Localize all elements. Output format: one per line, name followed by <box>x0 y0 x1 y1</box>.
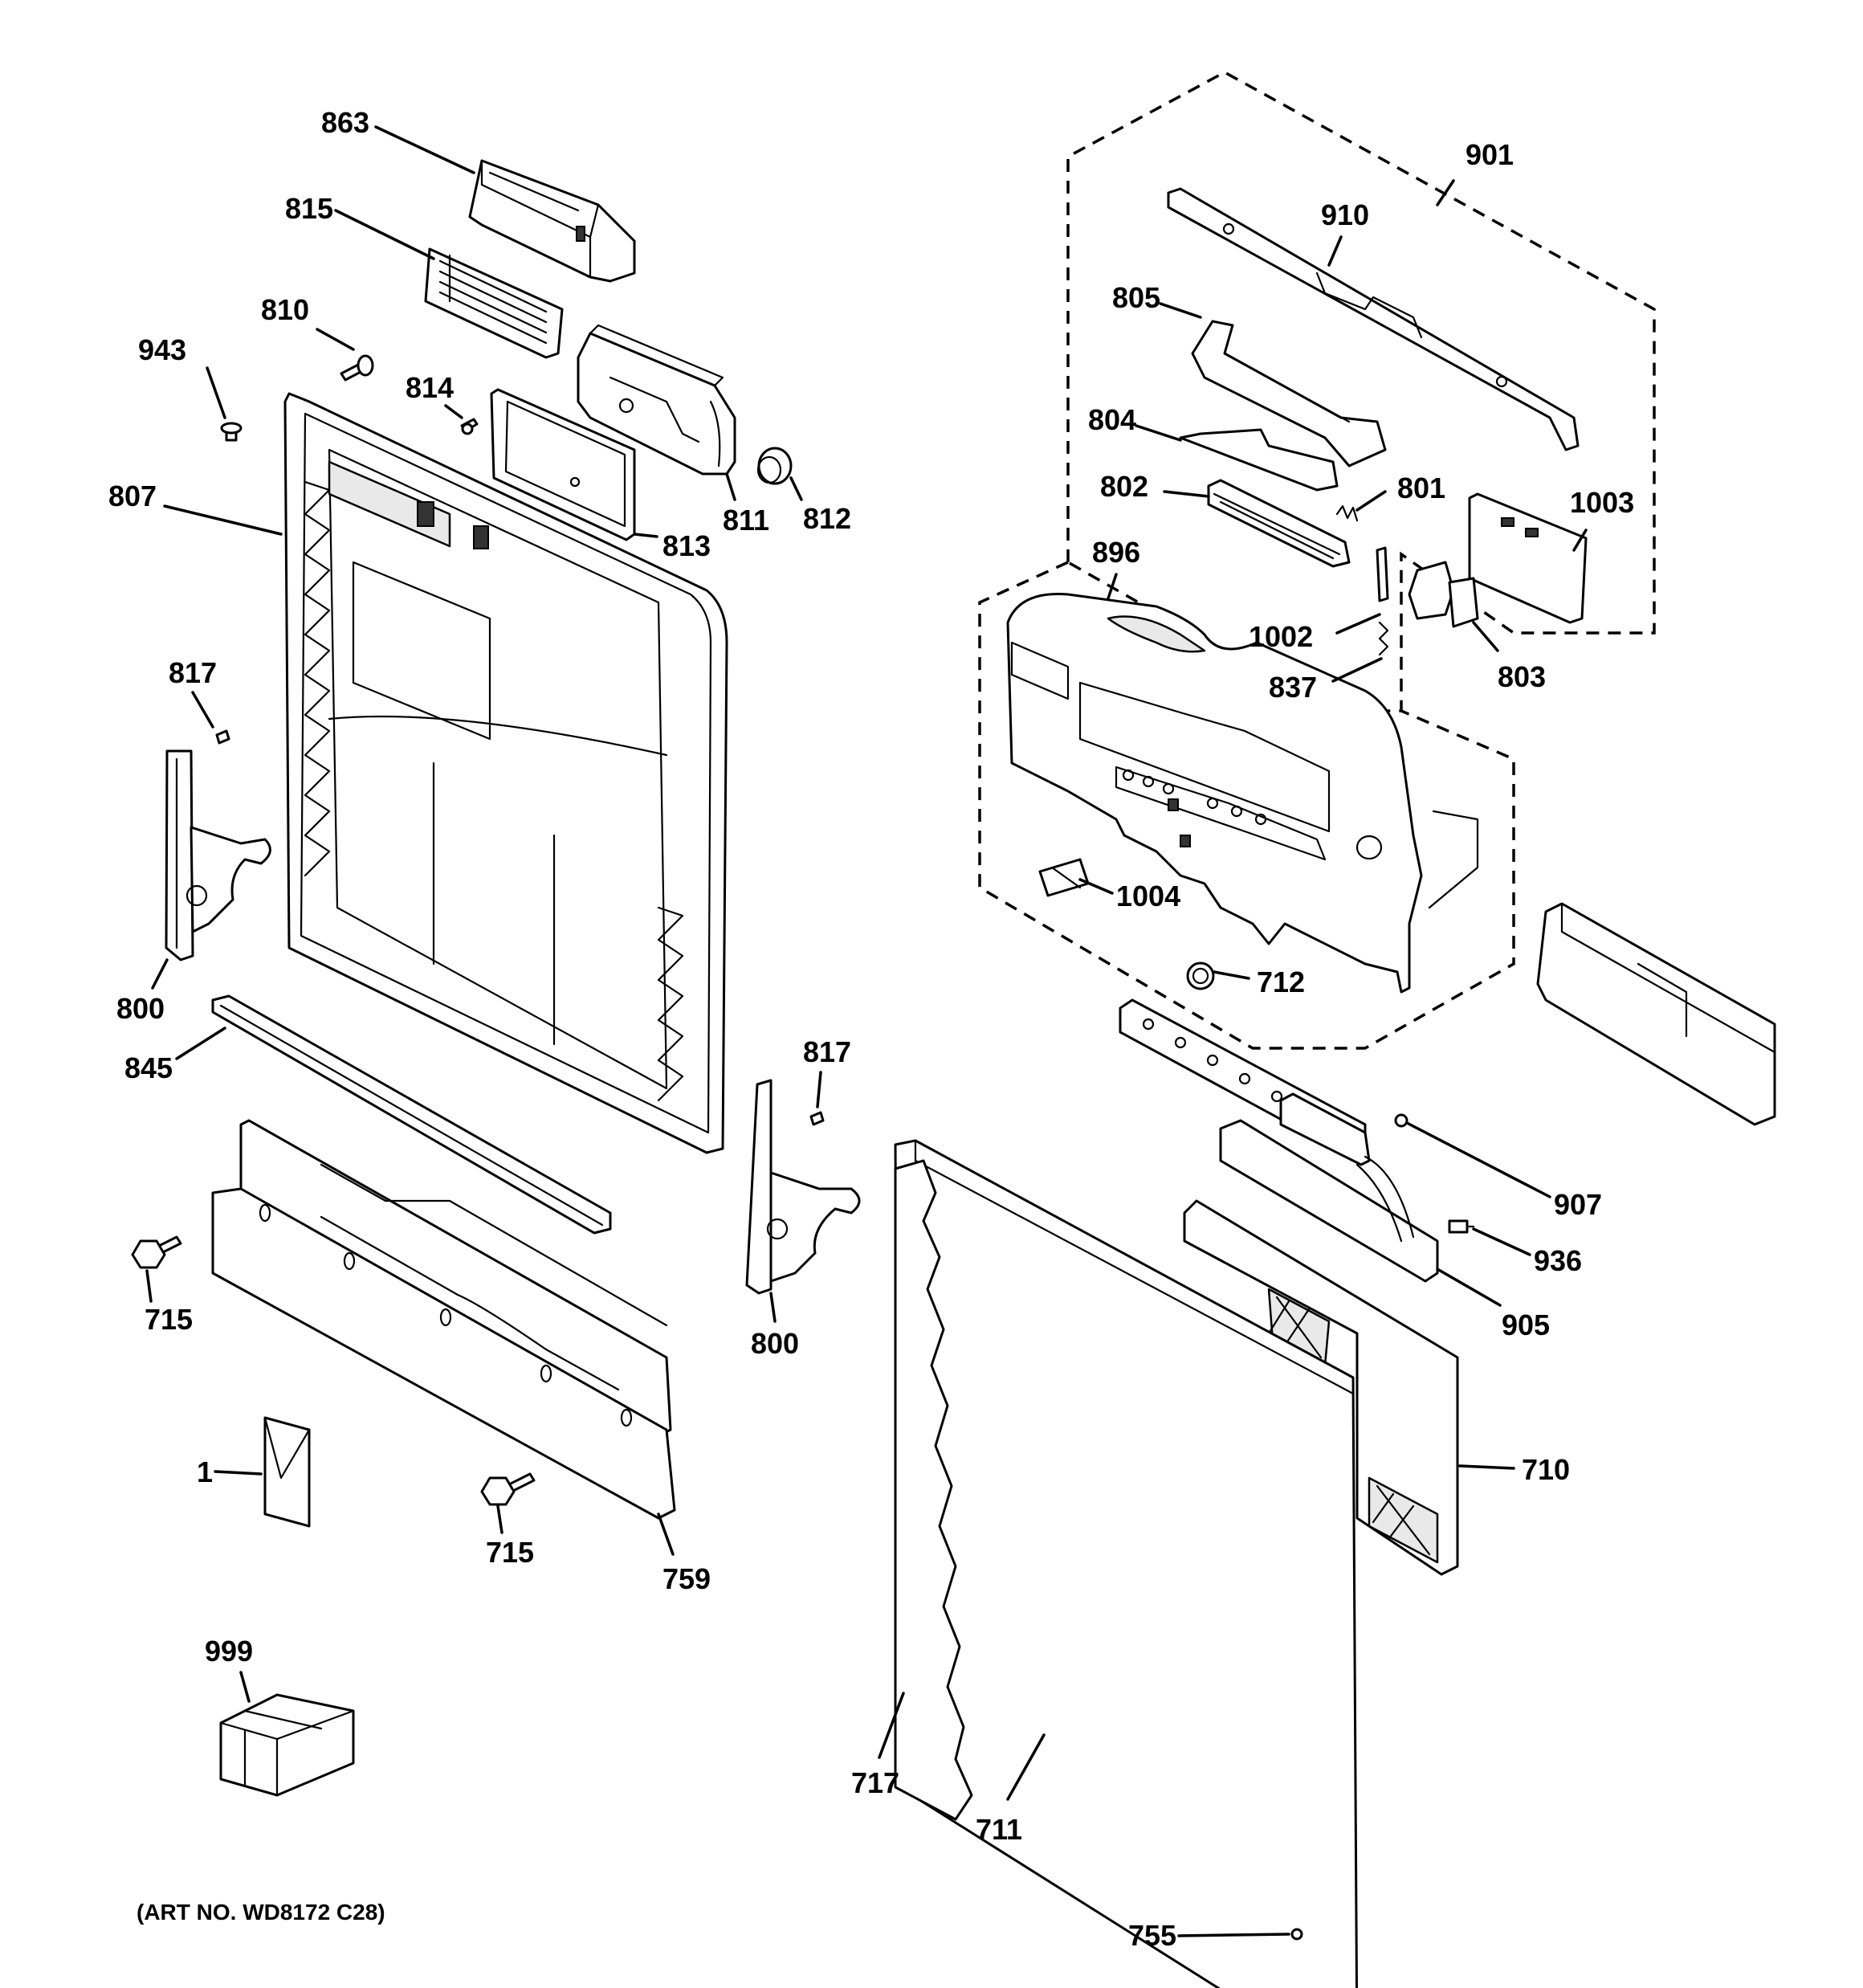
part-863-top-cover <box>468 159 636 283</box>
callout-813: 813 <box>662 529 711 562</box>
callout-1004: 1004 <box>1116 880 1180 912</box>
callout-802: 802 <box>1100 470 1148 503</box>
callout-812: 812 <box>803 502 851 535</box>
callout-labels: 863 815 810 943 814 807 813 811 812 817 … <box>108 106 1634 1952</box>
part-759-bottom-panel <box>211 1119 676 1520</box>
callout-1: 1 <box>197 1455 213 1488</box>
part-817-screw-right <box>809 1111 825 1126</box>
callout-804: 804 <box>1088 403 1136 436</box>
callout-800-left: 800 <box>116 992 165 1025</box>
part-801-spring <box>1335 504 1359 522</box>
callout-999: 999 <box>205 1635 253 1668</box>
art-number: (ART NO. WD8172 C28) <box>137 1900 385 1925</box>
leader-lines <box>145 125 1588 1937</box>
part-813-gasket <box>490 388 636 541</box>
callout-801: 801 <box>1397 471 1445 504</box>
callout-905: 905 <box>1502 1308 1550 1341</box>
part-805-bracket <box>1191 320 1387 467</box>
callout-943: 943 <box>138 333 186 366</box>
part-1003-board <box>1468 492 1588 624</box>
callout-1003: 1003 <box>1570 486 1634 519</box>
callout-807: 807 <box>108 480 157 512</box>
part-802-channel <box>1207 479 1351 568</box>
callout-814: 814 <box>406 371 454 404</box>
part-896-control-panel <box>1006 592 1479 994</box>
part-755-screw <box>1290 1928 1303 1941</box>
part-1002-pin <box>1376 546 1389 602</box>
callout-907: 907 <box>1554 1188 1602 1221</box>
part-1-manual <box>263 1416 311 1528</box>
part-811-dispenser <box>577 324 736 476</box>
part-800-hinge-right <box>745 1079 861 1295</box>
part-1004-clip <box>1038 858 1090 897</box>
callout-811: 811 <box>723 504 769 537</box>
part-807-inner-door <box>283 392 728 1154</box>
part-845-strip <box>211 994 612 1235</box>
callout-815: 815 <box>285 192 333 225</box>
callout-712: 712 <box>1257 965 1305 998</box>
callout-755: 755 <box>1128 1919 1176 1952</box>
callout-1002: 1002 <box>1249 620 1313 653</box>
callout-711: 711 <box>976 1813 1022 1846</box>
callout-863: 863 <box>321 106 369 139</box>
callout-803: 803 <box>1498 660 1546 693</box>
part-715-screw-left <box>131 1235 182 1269</box>
part-712-knob <box>1186 961 1215 990</box>
part-812-cap <box>756 447 793 485</box>
part-905-control-board <box>1219 1092 1439 1283</box>
callout-837: 837 <box>1269 671 1317 704</box>
callout-896: 896 <box>1092 536 1140 569</box>
part-907-screw <box>1394 1113 1408 1128</box>
callout-805: 805 <box>1112 281 1160 314</box>
part-817-screw-left <box>215 729 230 745</box>
callout-759: 759 <box>662 1562 711 1595</box>
callout-845: 845 <box>124 1051 173 1084</box>
part-999-kit-box <box>219 1693 355 1797</box>
callout-936: 936 <box>1534 1244 1582 1277</box>
callout-901: 901 <box>1466 138 1514 171</box>
part-814-screw <box>460 418 479 435</box>
part-800-hinge-left <box>165 749 271 961</box>
callout-715-left: 715 <box>145 1303 193 1336</box>
part-715-screw-center <box>480 1472 536 1506</box>
callout-910: 910 <box>1321 198 1369 231</box>
part-837-spring <box>1378 621 1389 656</box>
callout-810: 810 <box>261 293 309 326</box>
callout-717: 717 <box>851 1766 899 1799</box>
part-910-bracket <box>1167 187 1580 451</box>
part-803-switch <box>1408 561 1479 628</box>
part-815-vent-grille <box>424 247 564 359</box>
callout-715-center: 715 <box>486 1536 534 1569</box>
callout-817-right: 817 <box>803 1035 851 1068</box>
assembly-outline-896 <box>978 561 1515 1050</box>
callout-800-right: 800 <box>751 1327 799 1360</box>
part-804-rail <box>1179 428 1339 492</box>
callout-817-left: 817 <box>169 656 217 689</box>
callout-710: 710 <box>1522 1453 1570 1486</box>
part-810-screw <box>340 354 374 382</box>
part-936-connector <box>1448 1219 1475 1234</box>
part-717-liner <box>894 1159 973 1821</box>
part-943-screw <box>220 422 243 442</box>
part-side-shield <box>1536 902 1776 1126</box>
